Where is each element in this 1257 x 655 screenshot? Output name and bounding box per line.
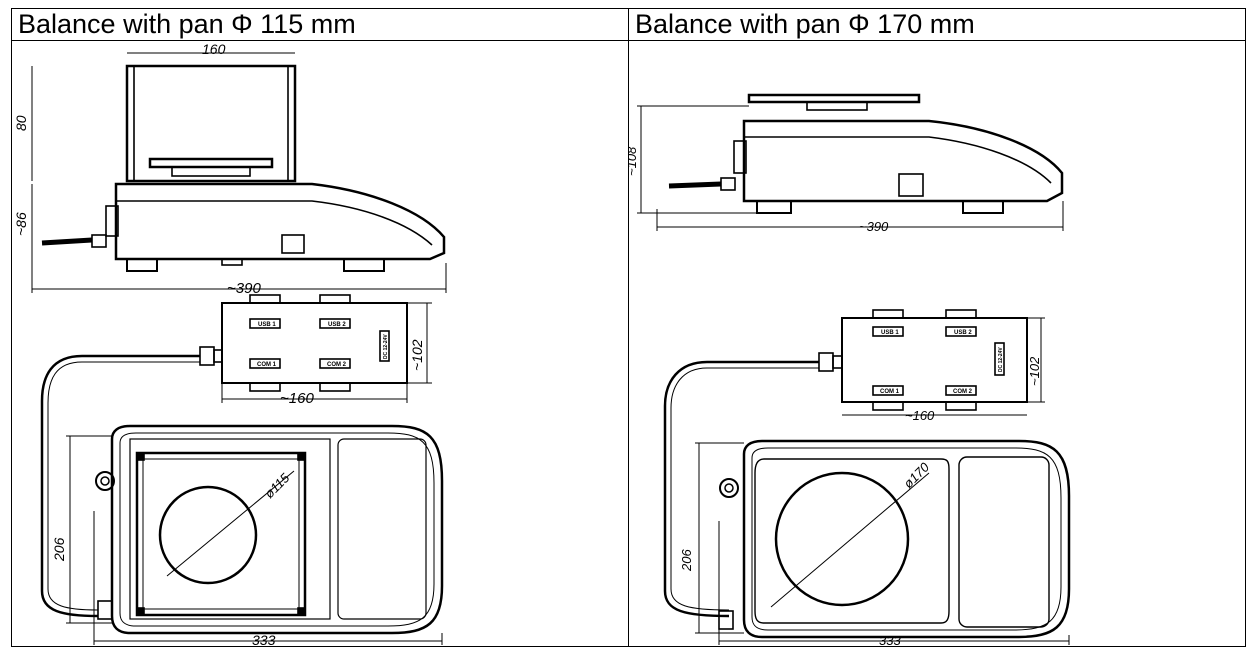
port-com1: COM 1 [880,389,900,395]
port-com1: COM 1 [257,362,277,368]
port-dc: DC 12-24V [383,334,389,359]
drawing-row: 160 80 ~86 ~390 [11,40,1246,647]
header-pan-115: Balance with pan Φ 115 mm [11,8,629,41]
dim-base-depth: 206 [679,549,694,572]
dim-top-width: 160 [202,41,226,57]
technical-drawing-pan-115: 160 80 ~86 ~390 [13,41,447,646]
port-com2: COM 2 [327,362,347,368]
drawing-cell-pan-170: ~108 ~390 [628,40,1246,647]
dim-base-width: 333 [879,633,901,646]
dim-pan-diameter: ø170 [901,459,933,491]
interface-module [40,294,432,618]
port-usb2: USB 2 [328,322,346,328]
dim-overall-length: ~390 [227,280,261,297]
dim-interface-depth: ~102 [1027,356,1042,386]
dim-shield-height: 80 [13,115,29,131]
dim-base-width: 333 [252,632,276,646]
side-view [31,52,447,293]
side-view [637,93,1064,231]
dim-interface-depth: ~102 [409,339,425,371]
header-row: Balance with pan Φ 115 mm Balance with p… [11,8,1246,41]
interface-module [663,309,1045,618]
port-usb1: USB 1 [258,322,276,328]
technical-drawing-pan-170: ~108 ~390 [629,93,1071,646]
dim-interface-width: ~160 [280,390,314,407]
base-top-view [66,424,444,645]
dim-body-height: ~86 [13,212,29,236]
port-usb2: USB 2 [954,330,972,336]
port-usb1: USB 1 [881,330,899,336]
dim-pan-diameter: ø115 [262,470,293,501]
dim-interface-width: ~160 [905,408,935,423]
dimensions-table: Balance with pan Φ 115 mm Balance with p… [11,8,1246,647]
dim-base-depth: 206 [51,537,67,562]
dim-body-height: ~108 [629,146,639,176]
drawing-cell-pan-115: 160 80 ~86 ~390 [11,40,629,647]
dim-overall-length: ~390 [859,219,889,234]
base-top-view [695,439,1071,645]
port-com2: COM 2 [953,389,973,395]
header-pan-170: Balance with pan Φ 170 mm [628,8,1246,41]
port-dc: DC 12-24V [998,347,1004,372]
